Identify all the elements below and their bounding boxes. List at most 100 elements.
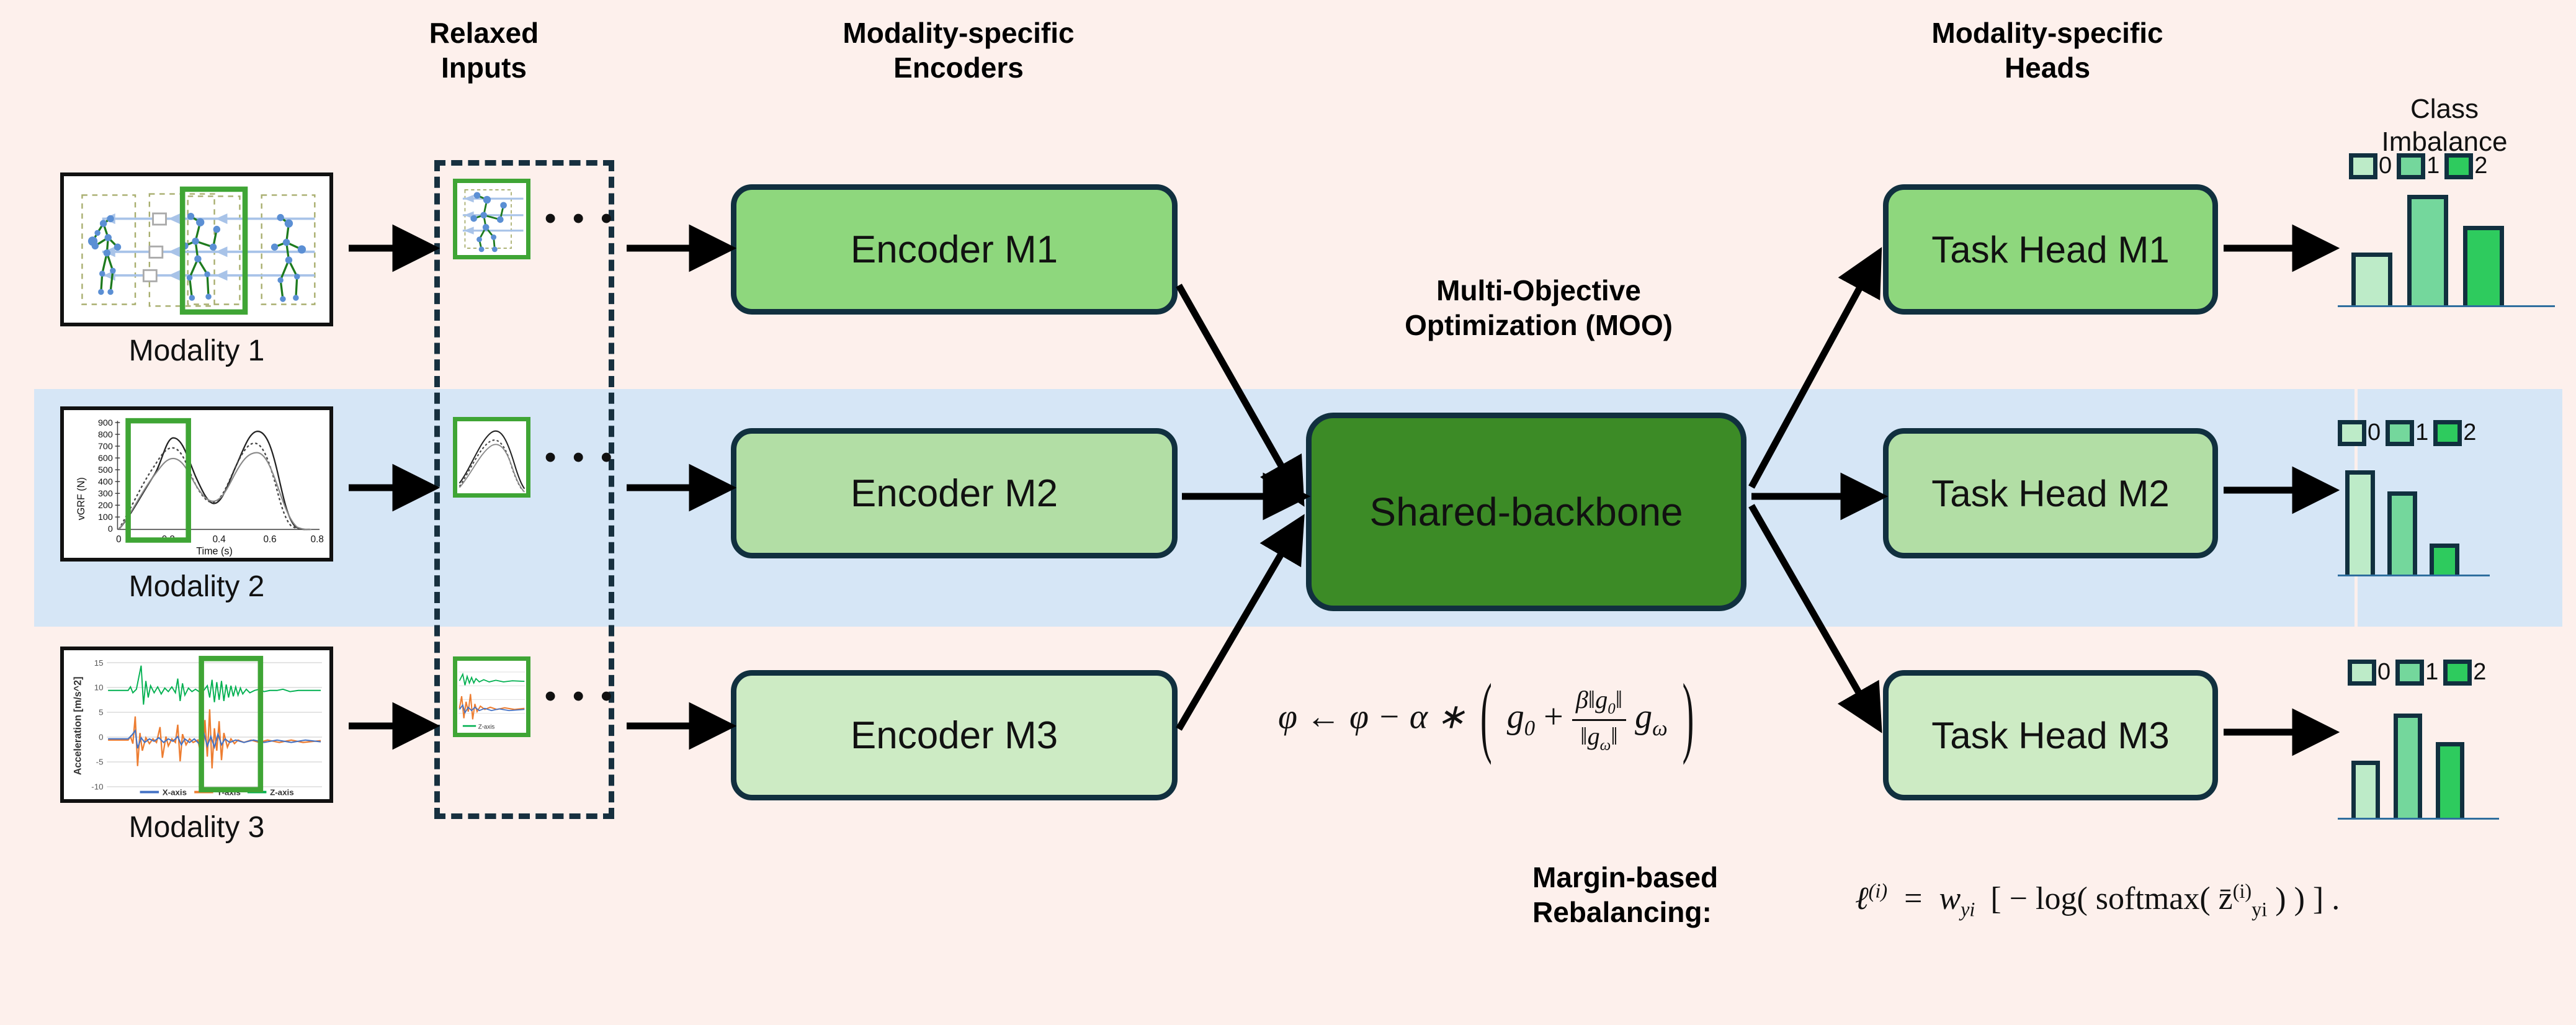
chart-2-bars: [2345, 457, 2531, 575]
header-encoders-line1: Modality-specific: [843, 17, 1075, 49]
header-encoders-line2: Encoders: [893, 51, 1024, 84]
moo-eq-g0: g0: [1506, 697, 1536, 741]
encoder-m2-box[interactable]: Encoder M2: [731, 428, 1178, 558]
svg-text:0: 0: [108, 524, 113, 534]
moo-eq-open-paren: (: [1480, 666, 1492, 768]
header-heads-line1: Modality-specific: [1931, 17, 2163, 49]
legend-swatch-2-icon: [2444, 153, 2474, 179]
margin-line2: Rebalancing:: [1532, 896, 1712, 929]
svg-text:500: 500: [98, 465, 113, 475]
chart-1-bars: [2351, 190, 2538, 305]
svg-text:200: 200: [98, 501, 113, 511]
legend-label-1: 1: [2415, 419, 2429, 445]
bar-class-1: [2387, 491, 2417, 575]
svg-text:Z-axis: Z-axis: [478, 724, 495, 731]
class-imbalance-chart-1: 0 1 2: [2338, 153, 2555, 339]
svg-text:0.8: 0.8: [311, 534, 324, 545]
svg-text:100: 100: [98, 512, 113, 522]
svg-text:0: 0: [116, 534, 121, 545]
svg-text:300: 300: [98, 489, 113, 499]
legend-swatch-1-icon: [2386, 419, 2415, 446]
bar-class-0: [2351, 761, 2380, 818]
bar-class-2: [2463, 226, 2504, 305]
header-moo-line1: Multi-Objective: [1436, 274, 1641, 307]
legend-label-0: 0: [2368, 419, 2381, 445]
modality2-label: Modality 2: [128, 570, 265, 603]
legend-label-2: 2: [2473, 659, 2487, 685]
legend-label-2: 2: [2463, 419, 2477, 445]
legend-label-1: 1: [2426, 153, 2440, 179]
relaxed-input-crop-modality1: [453, 179, 530, 259]
task-head-m1-box[interactable]: Task Head M1: [1883, 184, 2218, 315]
class-imbalance-chart-3: 0 1 2: [2338, 659, 2555, 845]
svg-text:15: 15: [94, 658, 104, 668]
chart-3-legend: 0 1 2: [2348, 659, 2486, 686]
header-heads-line2: Heads: [2004, 51, 2091, 84]
encoder-m1-label: Encoder M1: [850, 228, 1058, 271]
legend-swatch-2-icon: [2443, 659, 2472, 686]
svg-text:0.4: 0.4: [213, 534, 226, 545]
svg-text:-5: -5: [96, 758, 104, 767]
relaxed-ellipsis-modality1: • • •: [545, 200, 616, 236]
encoder-m1-box[interactable]: Encoder M1: [731, 184, 1178, 315]
legend-label-0: 0: [2377, 659, 2391, 685]
header-relaxed-inputs-line2: Inputs: [441, 51, 527, 84]
svg-text:vGRF (N): vGRF (N): [76, 477, 87, 520]
bar-class-2: [2436, 742, 2464, 818]
chart-3-bars: [2351, 700, 2538, 818]
task-head-m2-box[interactable]: Task Head M2: [1883, 428, 2218, 558]
moo-update-equation: φ ← φ − α ∗ ( g0 + β‖g0‖ ‖gω‖ gω ): [1278, 667, 1700, 767]
header-modality-specific-heads: Modality-specific Heads: [1812, 16, 2283, 85]
class-imbalance-line1: Class: [2410, 94, 2479, 124]
encoder-m3-box[interactable]: Encoder M3: [731, 670, 1178, 800]
chart-1-legend: 0 1 2: [2349, 153, 2487, 179]
svg-text:600: 600: [98, 454, 113, 463]
moo-eq-plus: +: [1544, 697, 1563, 736]
moo-eq-numerator: β‖g0‖: [1572, 686, 1627, 722]
legend-swatch-1-icon: [2395, 659, 2425, 686]
svg-text:-10: -10: [91, 782, 103, 792]
margin-eq-body-sup: (i): [2232, 880, 2252, 902]
bar-class-0: [2345, 470, 2375, 575]
margin-eq-weight: wyi: [1939, 881, 1975, 921]
chart-1-baseline: [2338, 305, 2555, 307]
modality3-label: Modality 3: [128, 811, 265, 844]
relaxed-ellipsis-modality2: • • •: [545, 439, 616, 475]
margin-eq-equals: =: [1904, 881, 1923, 917]
task-head-m1-label: Task Head M1: [1931, 228, 2170, 271]
task-head-m3-box[interactable]: Task Head M3: [1883, 670, 2218, 800]
svg-text:700: 700: [98, 442, 113, 452]
class-imbalance-chart-2: 0 1 2: [2338, 419, 2555, 606]
encoder-m3-label: Encoder M3: [850, 714, 1058, 757]
moo-eq-fraction: β‖g0‖ ‖gω‖: [1572, 686, 1627, 754]
moo-eq-denominator: ‖gω‖: [1580, 722, 1618, 754]
svg-text:Z-axis: Z-axis: [270, 787, 294, 797]
header-modality-specific-encoders: Modality-specific Encoders: [723, 16, 1194, 85]
moo-eq-gw: gω: [1635, 697, 1668, 741]
svg-text:Time (s): Time (s): [196, 545, 233, 557]
svg-text:0.6: 0.6: [263, 534, 276, 545]
bar-class-2: [2430, 544, 2459, 575]
legend-swatch-1-icon: [2397, 153, 2426, 179]
svg-text:10: 10: [94, 683, 104, 692]
shared-backbone-box[interactable]: Shared-backbone: [1306, 413, 1746, 611]
svg-text:5: 5: [99, 708, 103, 717]
header-relaxed-inputs: Relaxed Inputs: [372, 16, 596, 85]
svg-text:400: 400: [98, 477, 113, 487]
legend-swatch-0-icon: [2348, 659, 2376, 686]
margin-eq-body: [ − log( softmax( z̄: [1990, 881, 2233, 917]
svg-text:800: 800: [98, 430, 113, 440]
header-class-imbalance: Class Imbalance: [2320, 93, 2569, 159]
chart-2-legend: 0 1 2: [2338, 419, 2476, 446]
svg-text:Acceleration [m/s^2]: Acceleration [m/s^2]: [72, 677, 83, 776]
relaxed-ellipsis-modality3: • • •: [545, 678, 616, 714]
header-relaxed-inputs-line1: Relaxed: [429, 17, 539, 49]
class-imbalance-line2: Imbalance: [2381, 126, 2508, 157]
legend-label-2: 2: [2474, 153, 2488, 179]
moo-eq-close-paren: ): [1682, 666, 1694, 768]
relaxed-input-crop-modality3: Z-axis: [453, 656, 530, 737]
moo-eq-lhs: φ ← φ − α ∗: [1278, 697, 1466, 736]
